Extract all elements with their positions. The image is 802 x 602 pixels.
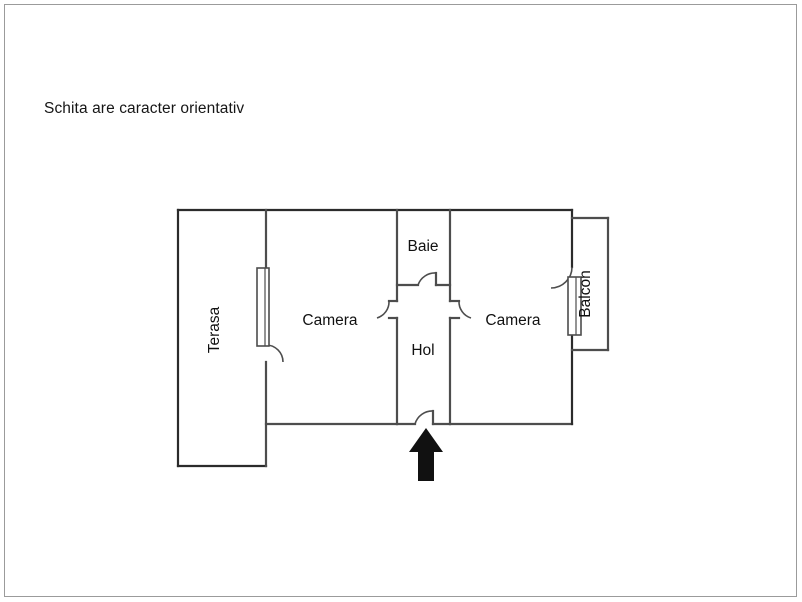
entrance-arrow-shape <box>409 428 443 481</box>
plan-caption: Schita are caracter orientativ <box>44 100 245 117</box>
room-label-balcon: Balcon <box>577 270 594 317</box>
room-label-hol: Hol <box>411 342 434 359</box>
entrance-arrow <box>409 428 443 481</box>
entrance-door-arc <box>414 410 434 425</box>
walls-group <box>176 208 610 468</box>
terasa-door-arc <box>265 344 284 363</box>
room-label-terasa: Terasa <box>206 306 223 353</box>
hol-left-door-arc <box>376 300 390 319</box>
room-label-camera-right: Camera <box>485 312 541 329</box>
terasa-window <box>256 267 270 347</box>
room-label-camera-left: Camera <box>302 312 358 329</box>
balcon-window <box>567 276 582 336</box>
windows-group <box>256 267 582 347</box>
door-arcs-group <box>265 266 573 425</box>
room-label-baie: Baie <box>407 238 438 255</box>
hol-right-door-arc <box>458 300 472 319</box>
balcon-door-arc <box>550 266 573 289</box>
baie-door-arc <box>417 272 437 286</box>
